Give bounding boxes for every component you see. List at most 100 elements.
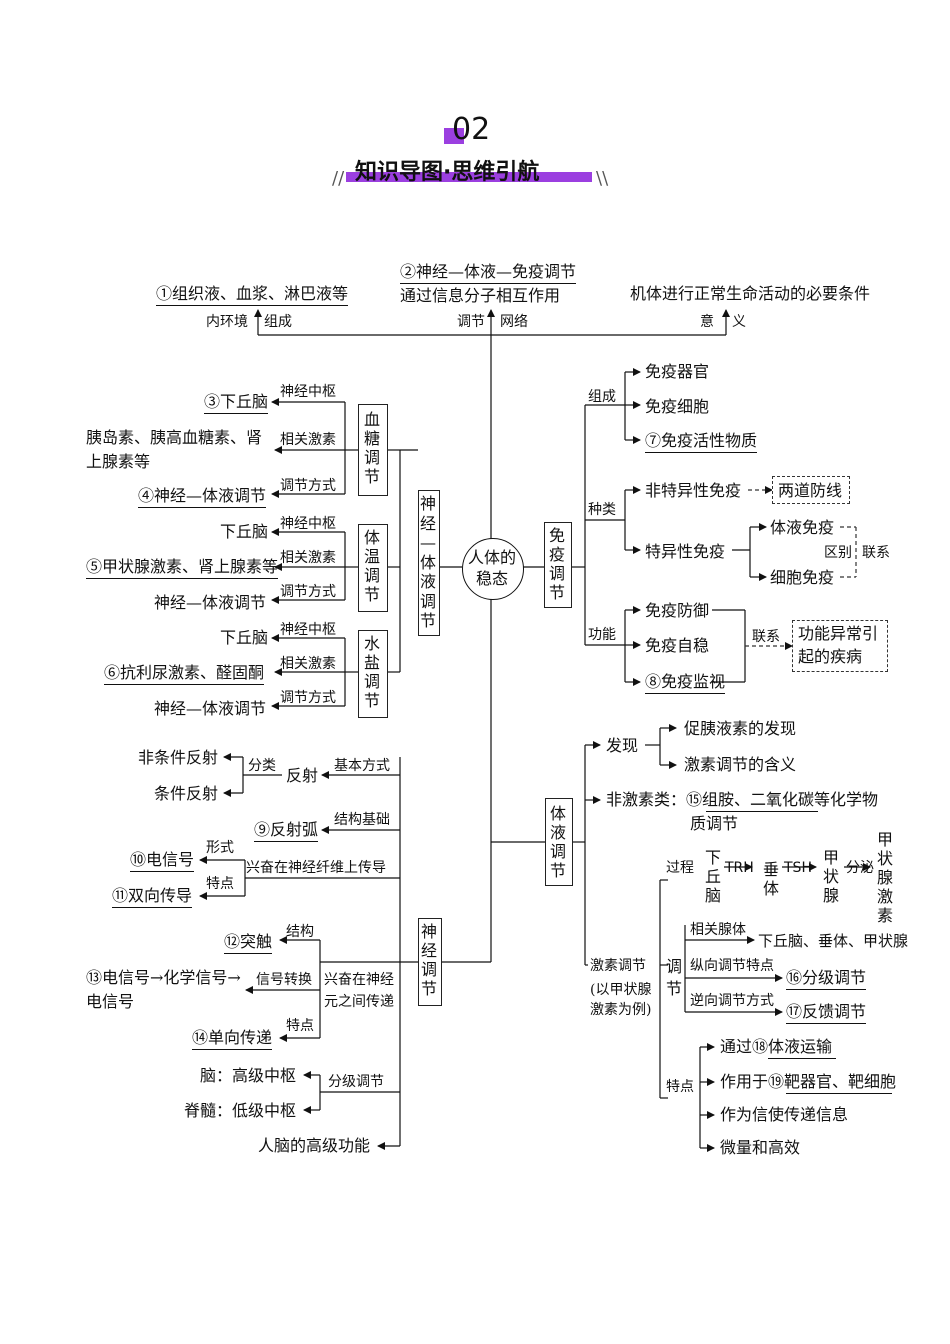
title-underline-bar [346, 172, 592, 182]
immune-two-lines: 两道防线 [778, 481, 843, 500]
g1-jisu-label: 相关激素 [280, 432, 336, 448]
immune-cellular: 细胞免疫 [770, 568, 835, 587]
nerve-signal-2: 电信号 [86, 992, 135, 1011]
nerve-jisui: 脊髓：低级中枢 [184, 1101, 297, 1120]
g2-jisu: ⑤甲状腺激素、肾上腺素等 [86, 557, 279, 579]
nerve-signal-1: ⑬电信号→化学信号→ [86, 968, 241, 987]
box-shenjing-tiye [418, 490, 440, 636]
label-tiwen: 体温调节 [363, 528, 380, 604]
box-tiye [545, 798, 573, 886]
nerve-tedian: 特点 [206, 876, 234, 892]
humoral-fenmi: 分泌 [846, 860, 874, 876]
g2-fangshi-label: 调节方式 [280, 584, 336, 600]
humoral-fx2: 激素调节的含义 [684, 755, 797, 774]
humoral-xiangguan: 相关腺体 [690, 922, 746, 938]
immune-zhonglei: 种类 [588, 502, 616, 518]
regulation-line2: 通过信息分子相互作用 [400, 286, 561, 305]
immune-surveillance: ⑧免疫监视 [645, 672, 726, 694]
nerve-yuan-2: 元之间传递 [324, 994, 394, 1010]
g3-jisu-label: 相关激素 [280, 656, 336, 672]
humoral-td1-underline [768, 1058, 836, 1060]
nerve-jiegou: 结构 [286, 924, 314, 940]
label-tiaojie: 调节 [457, 314, 485, 330]
center-node [462, 538, 524, 600]
label-wangluo: 网络 [500, 314, 528, 330]
immune-homeostasis: 免疫自稳 [645, 636, 710, 655]
composition-text: ①组织液、血浆、淋巴液等 [156, 284, 349, 306]
nerve-fenji: 分级调节 [328, 1074, 384, 1090]
label-shuiyan: 水盐调节 [363, 634, 380, 710]
humoral-feiji: 非激素类：⑮组胺、二氧化碳等化学物 [606, 790, 879, 809]
immune-gongneng: 功能 [588, 627, 616, 643]
header-accent-bar [444, 128, 464, 144]
nerve-yuan-1: 兴奋在神经 [324, 972, 394, 988]
humoral-tsh: TSH [784, 860, 812, 876]
humoral-tiao: 调节 [665, 957, 682, 998]
nerve-xianwei: 兴奋在神经纤维上传导 [246, 860, 386, 876]
immune-disease-box [792, 620, 888, 672]
g1-fangshi: ④神经—体液调节 [138, 486, 267, 508]
humoral-nixiang: 逆向调节方式 [690, 993, 774, 1009]
label-shenjing: 神经调节 [420, 922, 437, 998]
box-mianyi [544, 522, 572, 608]
humoral-jisu-tj: 激素调节 [590, 958, 646, 974]
nerve-nao: 脑：高级中枢 [200, 1066, 297, 1085]
humoral-jzx: 甲状腺 [822, 848, 839, 905]
humoral-xiangguan-v: 下丘脑、垂体、甲状腺 [758, 932, 909, 950]
nerve-fenlei: 分类 [248, 758, 276, 774]
nerve-gaoji: 人脑的高级功能 [258, 1136, 371, 1155]
humoral-td1: 通过⑱体液运输 [720, 1037, 833, 1056]
nerve-jiben: 基本方式 [334, 758, 390, 774]
section-number: 02 [452, 112, 491, 147]
immune-qubie: 区别 [824, 545, 852, 561]
humoral-jisu-li: (以甲状腺 [590, 982, 652, 998]
g1-zhongshu-label: 神经中枢 [280, 384, 336, 400]
humoral-td2: 作用于⑲靶器官、靶细胞 [720, 1072, 897, 1091]
g2-fangshi: 神经—体液调节 [154, 593, 267, 612]
box-xuetang [358, 404, 388, 496]
regulation-line1: ②神经—体液—免疫调节 [400, 262, 577, 284]
immune-nonspecific: 非特异性免疫 [645, 481, 742, 500]
humoral-chuiti: 垂体 [762, 860, 779, 898]
nerve-xinhao: 信号转换 [256, 972, 312, 988]
box-tiwen [358, 524, 388, 612]
slash-left-icon: // [332, 168, 345, 189]
slash-right-icon: \\ [596, 168, 609, 189]
page-title: 知识导图·思维引航 [355, 160, 540, 185]
humoral-feiji-underline [706, 811, 818, 813]
g3-zhongshu-label: 神经中枢 [280, 622, 336, 638]
immune-zucheng: 组成 [588, 389, 616, 405]
label-nei-huanjing: 内环境 [206, 314, 248, 330]
immune-disease-2: 起的疾病 [798, 647, 863, 666]
label-yi: 意 [700, 314, 714, 330]
g2-jisu-label: 相关激素 [280, 550, 336, 566]
g1-fangshi-label: 调节方式 [280, 478, 336, 494]
nerve-fei: 非条件反射 [138, 748, 219, 767]
humoral-guocheng: 过程 [666, 860, 694, 876]
nerve-fanshehu: ⑨反射弧 [254, 820, 319, 842]
meaning-text: 机体进行正常生命活动的必要条件 [630, 284, 871, 303]
box-shuiyan [358, 630, 388, 718]
label-zucheng: 组成 [264, 314, 292, 330]
humoral-fenji: ⑯分级调节 [786, 968, 867, 990]
immune-cell: 免疫细胞 [645, 397, 710, 416]
nerve-tuchu: ⑫突触 [224, 932, 273, 954]
immune-lianxi: 联系 [862, 545, 890, 561]
label-tiye: 体液调节 [549, 804, 566, 880]
nerve-danxiang: ⑭单向传递 [192, 1028, 273, 1050]
humoral-td3: 作为信使传递信息 [720, 1105, 849, 1124]
humoral-trh: TRH [725, 860, 754, 876]
immune-specific: 特异性免疫 [645, 542, 726, 561]
humoral-zongxiang: 纵向调节特点 [690, 958, 774, 974]
g3-fangshi: 神经—体液调节 [154, 699, 267, 718]
humoral-jzxjs: 甲状腺激素 [876, 830, 893, 925]
immune-defense: 免疫防御 [645, 601, 710, 620]
box-shenjing [418, 918, 442, 1006]
g3-zhongshu: 下丘脑 [220, 628, 269, 647]
nerve-tiao: 条件反射 [154, 784, 219, 803]
g1-zhongshu: ③下丘脑 [204, 392, 269, 414]
label-shenjing-tiye: 神经—体液调节 [419, 494, 436, 630]
humoral-td2-underline [786, 1093, 892, 1095]
center-label: 人体的稳态 [467, 548, 516, 588]
